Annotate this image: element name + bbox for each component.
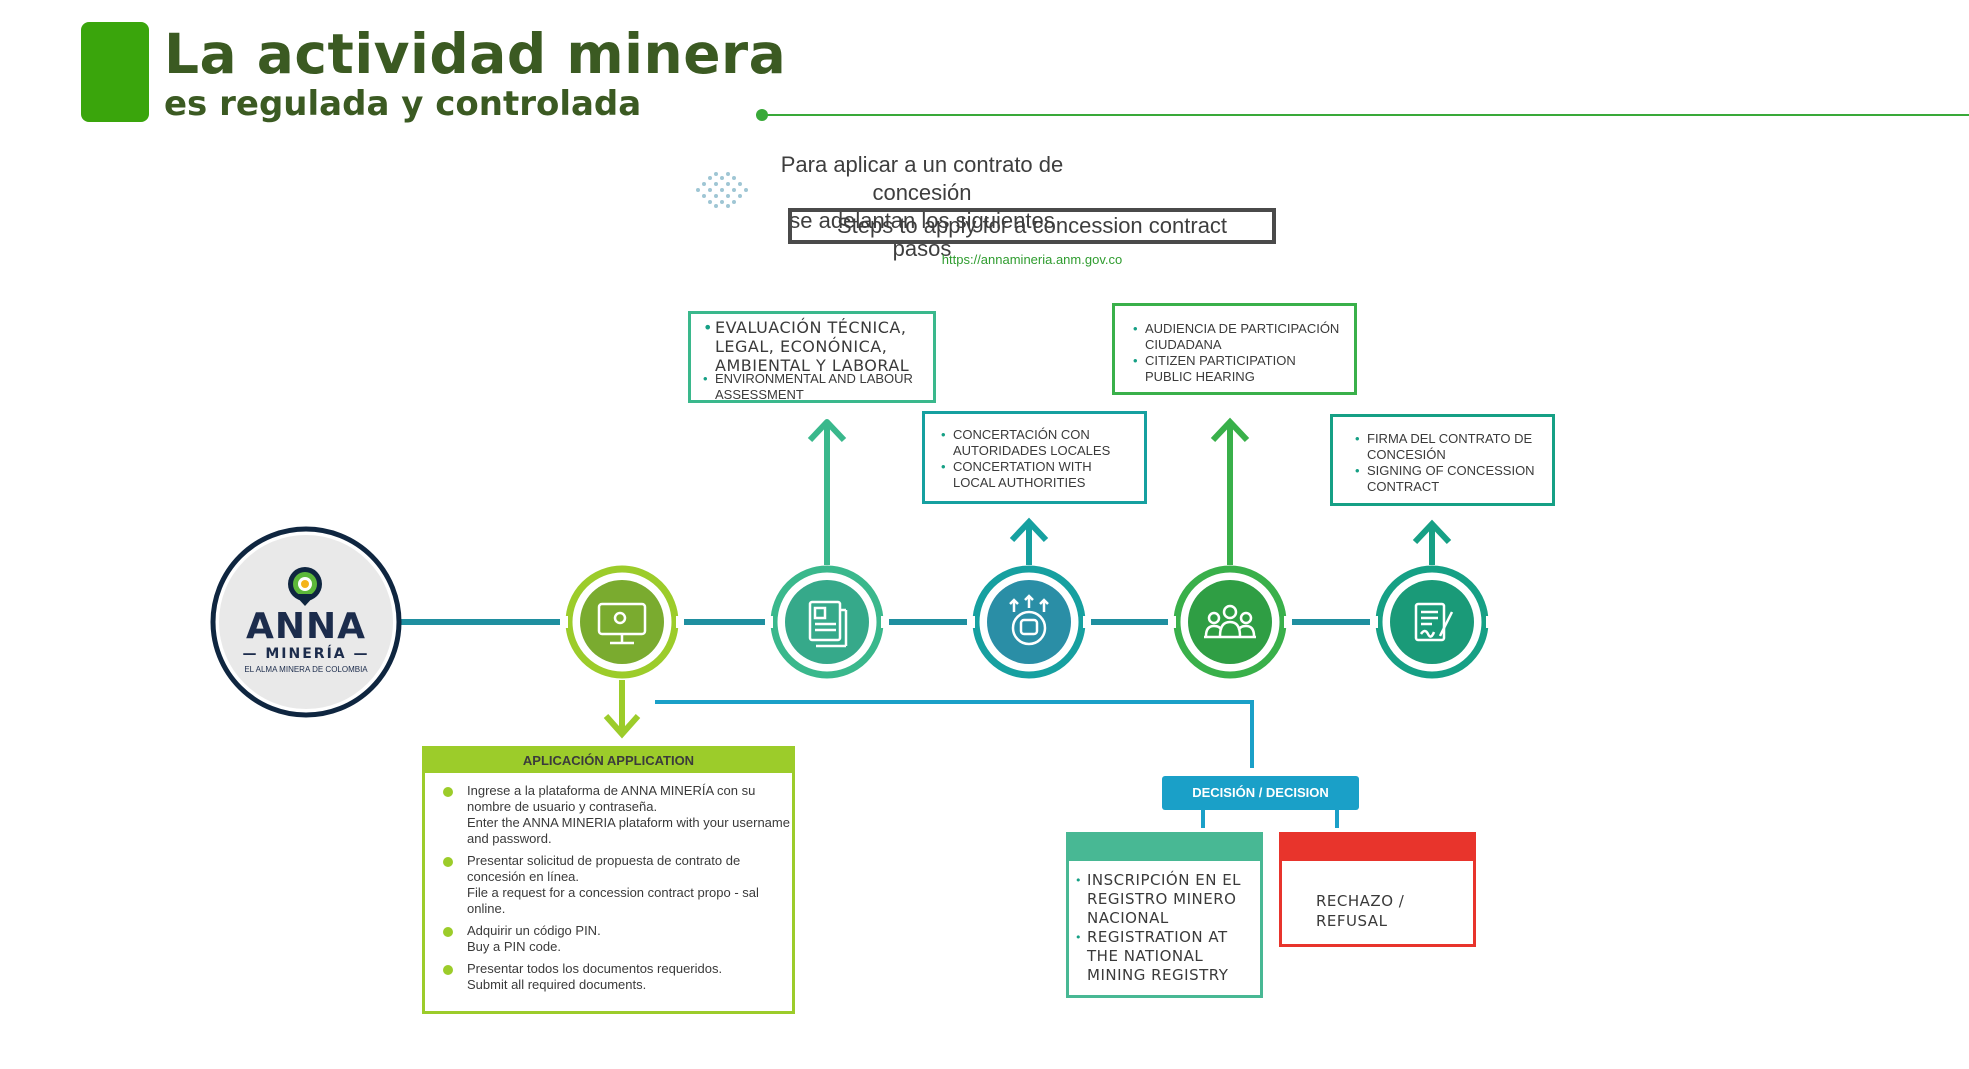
step-box-hearing: AUDIENCIA DE PARTICIPACIÓN CIUDADANA CIT… xyxy=(1112,303,1357,395)
registration-en: REGISTRATION AT THE NATIONAL MINING REGI… xyxy=(1075,928,1260,985)
step-box-signing: FIRMA DEL CONTRATO DE CONCESIÓN SIGNING … xyxy=(1330,414,1555,506)
application-item-en: File a request for a concession contract… xyxy=(467,885,759,916)
registration-box: INSCRIPCIÓN EN EL REGISTRO MINERO NACION… xyxy=(1066,832,1263,998)
application-box: APLICACIÓN APPLICATION Ingrese a la plat… xyxy=(422,746,795,1014)
decision-badge: DECISIÓN / DECISION xyxy=(1162,776,1359,810)
intro-text-es: Para aplicar a un contrato de concesión … xyxy=(757,151,1087,263)
application-item-es: Presentar todos los documentos requerido… xyxy=(467,961,723,976)
application-item: Presentar solicitud de propuesta de cont… xyxy=(443,853,792,917)
application-list: Ingrese a la plataforma de ANNA MINERÍA … xyxy=(425,783,792,993)
evaluation-es: EVALUACIÓN TÉCNICA, LEGAL, ECONÓNICA, AM… xyxy=(703,318,925,375)
application-item-en: Buy a PIN code. xyxy=(467,939,561,954)
evaluation-en: ENVIRONMENTAL AND LABOUR ASSESSMENT xyxy=(703,371,925,403)
page-subtitle: es regulada y controlada xyxy=(164,84,642,124)
refusal-text: RECHAZO / REFUSAL xyxy=(1316,892,1405,930)
concertation-en: CONCERTATION WITH LOCAL AUTHORITIES xyxy=(941,459,1136,491)
header-divider-line xyxy=(762,114,1969,116)
step-arrows xyxy=(603,417,1452,739)
application-item-es: Presentar solicitud de propuesta de cont… xyxy=(467,853,741,884)
registration-es: INSCRIPCIÓN EN EL REGISTRO MINERO NACION… xyxy=(1075,871,1260,928)
page-title: La actividad minera xyxy=(164,22,787,86)
concertation-es: CONCERTACIÓN CON AUTORIDADES LOCALES xyxy=(941,427,1136,459)
anna-mineria-logo: ANNA — MINERÍA — EL ALMA MINERA DE COLOM… xyxy=(206,530,406,718)
fist-arrows-icon xyxy=(1009,594,1049,646)
application-item-es: Ingrese a la plataforma de ANNA MINERÍA … xyxy=(467,783,756,814)
step-box-concertation: CONCERTACIÓN CON AUTORIDADES LOCALES CON… xyxy=(922,411,1147,504)
application-item-en: Submit all required documents. xyxy=(467,977,647,992)
application-item: Presentar todos los documentos requerido… xyxy=(443,961,792,993)
hearing-es: AUDIENCIA DE PARTICIPACIÓN CIUDADANA xyxy=(1133,321,1346,353)
people-icon xyxy=(1204,604,1256,639)
application-item: Adquirir un código PIN.Buy a PIN code. xyxy=(443,923,792,955)
step-circle-hearing xyxy=(1168,565,1292,679)
intro-line-1: Para aplicar a un contrato de concesión xyxy=(780,152,1064,205)
step-circle-evaluation xyxy=(765,565,889,679)
signed-contract-icon xyxy=(1414,602,1454,642)
logo-name: ANNA xyxy=(246,606,366,647)
application-header: APLICACIÓN APPLICATION xyxy=(425,749,792,773)
platform-url[interactable]: https://annamineria.anm.gov.co xyxy=(941,252,1123,267)
application-item-es: Adquirir un código PIN. xyxy=(467,923,601,938)
refusal-box: RECHAZO / REFUSAL xyxy=(1279,832,1476,947)
logo-sub-text: MINERÍA xyxy=(265,646,347,662)
logo-pin-icon xyxy=(288,567,322,606)
refusal-box-header xyxy=(1282,835,1473,861)
dotted-arrow-icon xyxy=(696,172,748,208)
logo-circle xyxy=(210,526,402,718)
application-item: Ingrese a la plataforma de ANNA MINERÍA … xyxy=(443,783,792,847)
step-circle-concertation xyxy=(967,565,1091,679)
logo-slogan: EL ALMA MINERA DE COLOMBIA xyxy=(244,665,368,674)
registration-box-header xyxy=(1069,835,1260,861)
document-icon xyxy=(808,600,848,648)
intro-line-2: se adelantan los siguientes pasos xyxy=(789,208,1055,261)
hearing-en: CITIZEN PARTICIPATION PUBLIC HEARING xyxy=(1133,353,1346,385)
computer-icon xyxy=(597,602,647,645)
logo-sub: — MINERÍA — xyxy=(242,646,370,662)
application-item-en: Enter the ANNA MINERIA plataform with yo… xyxy=(467,815,790,846)
step-box-evaluation: EVALUACIÓN TÉCNICA, LEGAL, ECONÓNICA, AM… xyxy=(688,311,936,403)
signing-en: SIGNING OF CONCESSION CONTRACT xyxy=(1355,463,1544,495)
intro-text-en-box: Steps to apply for a concession contract xyxy=(788,208,1276,244)
signing-es: FIRMA DEL CONTRATO DE CONCESIÓN xyxy=(1355,431,1544,463)
step-circle-signing xyxy=(1370,565,1494,679)
heading-accent-block xyxy=(81,22,149,122)
